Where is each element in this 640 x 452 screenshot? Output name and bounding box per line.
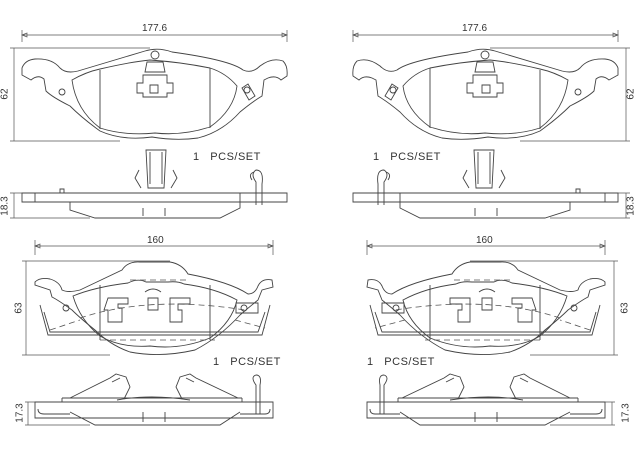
rear-pad-right [366,239,619,426]
rear-thickness-dim-left: 17.3 [14,403,26,423]
qty-unit: PCS/SET [384,356,435,368]
qty-unit: PCS/SET [390,151,441,163]
rear-qty-left: 1 PCS/SET [213,357,281,368]
qty-number: 1 [193,151,200,163]
rear-qty-right: 1 PCS/SET [367,357,435,368]
rear-width-dim-left: 160 [147,235,164,246]
front-thickness-dim-left: 18.3 [0,196,11,216]
rear-thickness-dim-right: 17.3 [620,403,632,423]
qty-unit: PCS/SET [210,151,261,163]
front-pad-left [9,29,288,219]
rear-height-dim-right: 63 [619,302,631,314]
front-width-dim-left: 177.6 [142,23,168,34]
front-pad-right [352,29,631,219]
front-width-dim-right: 177.6 [462,23,488,34]
front-thickness-dim-right: 18.3 [625,196,637,216]
qty-number: 1 [213,356,220,368]
qty-unit: PCS/SET [230,356,281,368]
front-qty-left: 1 PCS/SET [193,152,261,163]
qty-number: 1 [367,356,374,368]
front-qty-right: 1 PCS/SET [373,152,441,163]
front-height-dim-left: 62 [0,88,11,100]
qty-number: 1 [373,151,380,163]
rear-height-dim-left: 63 [13,302,25,314]
rear-pad-left [21,239,274,426]
rear-width-dim-right: 160 [476,235,493,246]
front-height-dim-right: 62 [625,88,637,100]
